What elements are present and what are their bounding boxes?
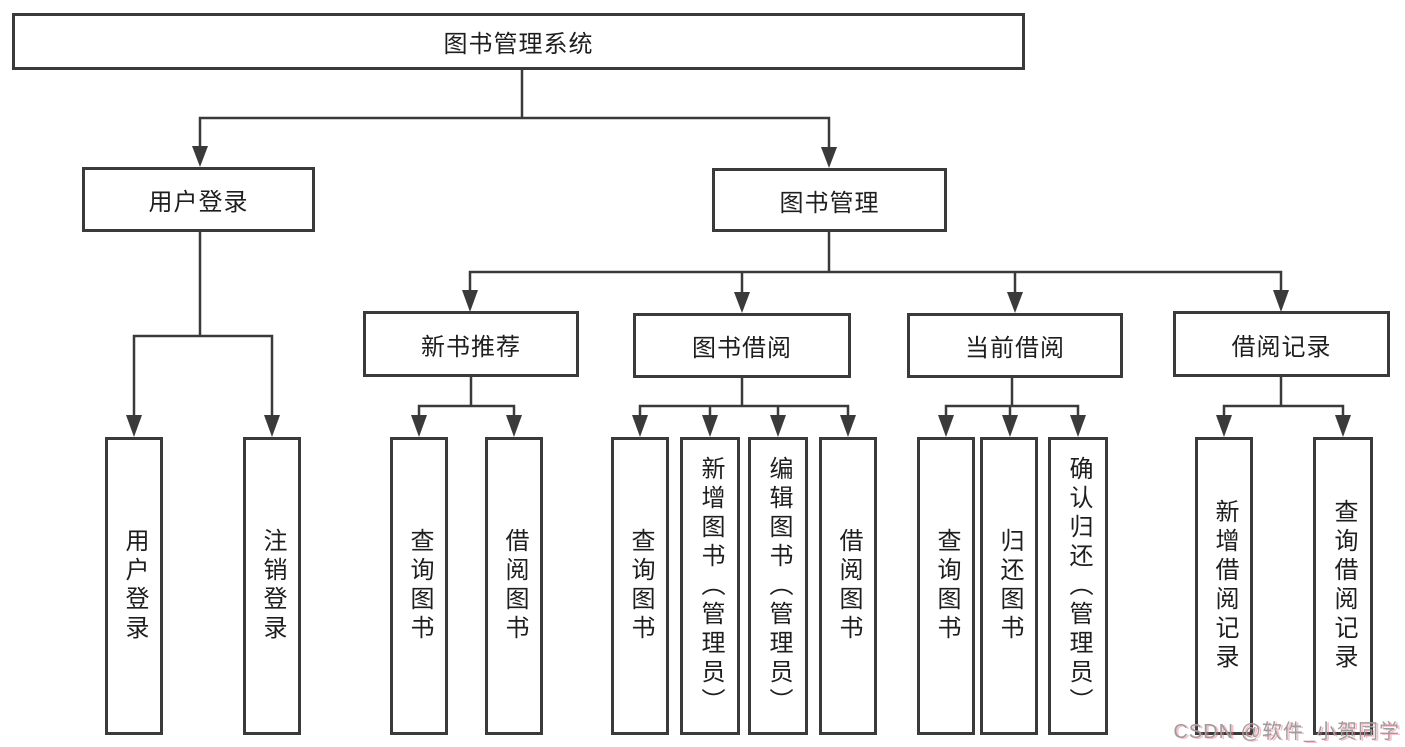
node-current-borrow: 当前借阅: [907, 313, 1123, 378]
leaf-label: 查询图书: [627, 528, 654, 644]
node-leaf-query-book-1: 查询图书: [390, 437, 448, 735]
node-leaf-user-login: 用户登录: [105, 437, 163, 735]
node-root: 图书管理系统: [12, 13, 1025, 70]
leaf-label: 借阅图书: [835, 528, 862, 644]
node-leaf-edit-book-admin: 编辑图书（管理员）: [748, 437, 808, 735]
leaf-label: 查询图书: [933, 528, 960, 644]
node-new-book-recommend: 新书推荐: [363, 311, 579, 377]
node-leaf-query-book-2: 查询图书: [611, 437, 669, 735]
node-borrow-record: 借阅记录: [1173, 311, 1390, 377]
leaf-label: 查询借阅记录: [1330, 499, 1357, 673]
leaf-label: 注销登录: [259, 528, 286, 644]
leaf-label: 新增图书（管理员）: [697, 455, 724, 717]
node-book-borrow: 图书借阅: [633, 313, 851, 378]
node-leaf-add-book-admin: 新增图书（管理员）: [680, 437, 740, 735]
node-leaf-borrow-book-1: 借阅图书: [485, 437, 543, 735]
node-leaf-borrow-book-2: 借阅图书: [819, 437, 877, 735]
leaf-label: 用户登录: [121, 528, 148, 644]
leaf-label: 编辑图书（管理员）: [765, 455, 792, 717]
leaf-label: 新增借阅记录: [1211, 499, 1238, 673]
node-leaf-query-borrow-record: 查询借阅记录: [1313, 437, 1373, 735]
node-leaf-query-book-3: 查询图书: [917, 437, 975, 735]
node-leaf-confirm-return-admin: 确认归还（管理员）: [1048, 437, 1108, 735]
node-user-login: 用户登录: [82, 167, 315, 232]
leaf-label: 确认归还（管理员）: [1065, 455, 1092, 717]
node-leaf-logout-login: 注销登录: [243, 437, 301, 735]
leaf-label: 借阅图书: [501, 528, 528, 644]
leaf-label: 归还图书: [996, 528, 1023, 644]
node-leaf-add-borrow-record: 新增借阅记录: [1195, 437, 1253, 735]
leaf-label: 查询图书: [406, 528, 433, 644]
node-book-management: 图书管理: [712, 168, 947, 232]
node-leaf-return-book: 归还图书: [980, 437, 1038, 735]
csdn-watermark: CSDN @软件_小贺同学: [1173, 721, 1400, 743]
